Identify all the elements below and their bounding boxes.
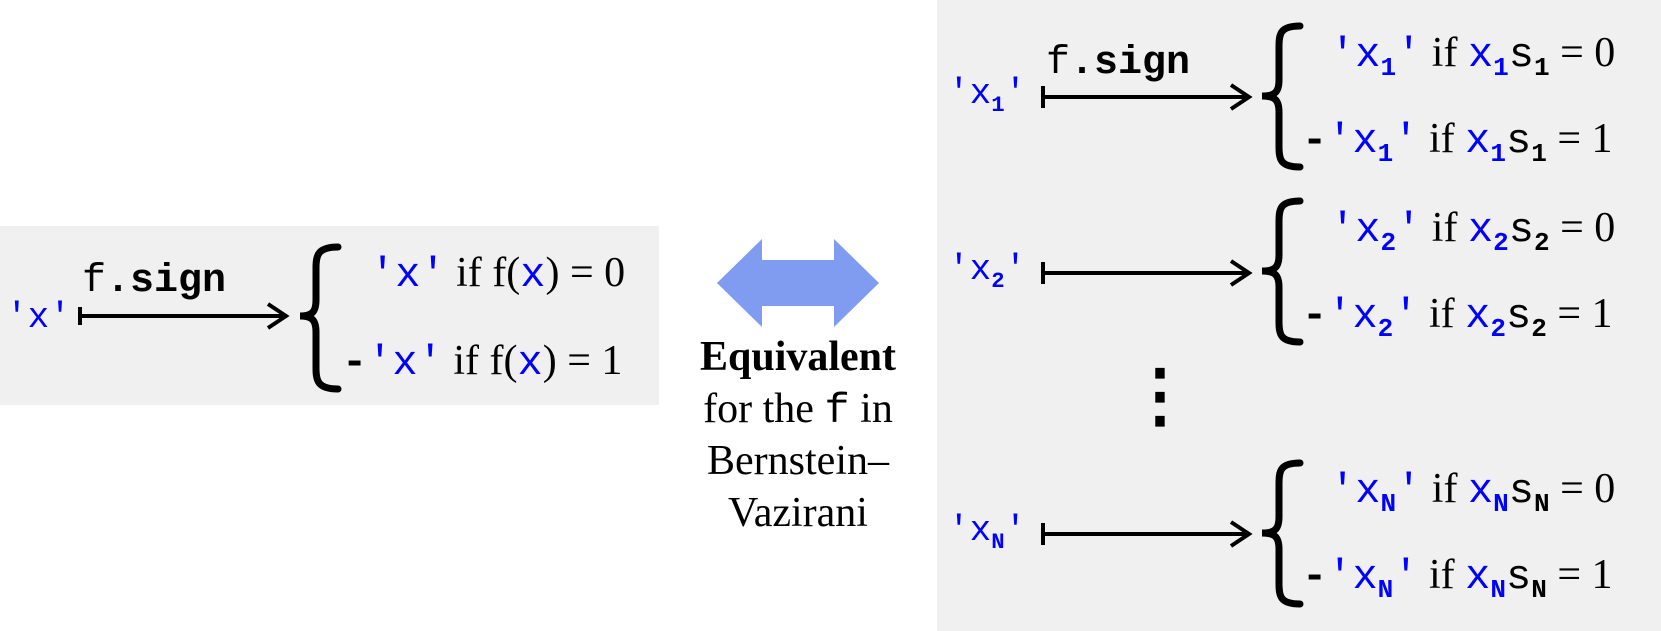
line1-text-b: in: [860, 386, 893, 432]
sign-method: .sign: [1070, 41, 1191, 86]
equivalent-line3: Vazirani: [728, 490, 868, 536]
vertical-ellipsis: ⋮: [1125, 358, 1195, 435]
equivalent-title: Equivalent: [699, 334, 897, 380]
case-value: 'x': [370, 251, 446, 299]
left-case-negative: -'x' if f(x) = 1: [342, 340, 622, 384]
right-case-positive-n: 'xN' if xNsN = 0: [1330, 466, 1616, 520]
line1-text-a: for the: [703, 386, 814, 432]
function-name: f: [82, 259, 107, 304]
right-brace-1: [1261, 22, 1304, 171]
equivalent-double-arrow: [717, 239, 879, 327]
right-case-negative-2: -'x2' if x2s2 = 1: [1302, 291, 1613, 345]
right-case-positive-2: 'x2' if x2s2 = 0: [1330, 205, 1616, 259]
case-sign: -: [342, 339, 368, 387]
right-case-negative-1: -'x1' if x1s1 = 1: [1302, 116, 1613, 170]
right-case-negative-n: -'xN' if xNsN = 1: [1302, 552, 1613, 606]
right-input-label-2: 'x2': [948, 249, 1027, 294]
line1-code: f: [824, 387, 850, 435]
case-if: if: [453, 338, 479, 384]
case-cond-var: x: [520, 251, 546, 299]
right-brace-n: [1261, 459, 1304, 608]
case-cond-prefix: f(: [492, 250, 521, 296]
case-if: if: [456, 250, 482, 296]
right-panel: [937, 0, 1661, 631]
right-brace-2: [1261, 197, 1304, 346]
right-input-label-n: 'xN': [948, 510, 1027, 555]
equivalent-line2: Bernstein–: [707, 438, 889, 484]
right-mapping-arrow-1: [1041, 83, 1253, 111]
equivalent-line1: for the f in: [678, 388, 918, 432]
case-cond-suffix: ) = 1: [542, 338, 623, 384]
case-value: 'x': [367, 339, 443, 387]
sign-method: .sign: [106, 259, 227, 304]
function-name: f: [1046, 41, 1071, 86]
left-input-label: 'x': [6, 297, 71, 338]
right-mapping-arrow-n: [1041, 520, 1253, 548]
left-brace: [299, 243, 342, 393]
right-input-label-1: 'x1': [948, 73, 1027, 118]
case-cond-var: x: [517, 339, 543, 387]
left-case-positive: 'x' if f(x) = 0: [370, 252, 625, 296]
left-arrow-label: f.sign: [82, 262, 226, 302]
case-cond-prefix: f(: [489, 338, 518, 384]
case-cond-suffix: ) = 0: [545, 250, 626, 296]
right-mapping-arrow-2: [1041, 259, 1253, 287]
right-arrow-label-1: f.sign: [1046, 44, 1190, 84]
right-case-positive-1: 'x1' if x1s1 = 0: [1330, 30, 1616, 84]
left-mapping-arrow: [78, 302, 290, 330]
